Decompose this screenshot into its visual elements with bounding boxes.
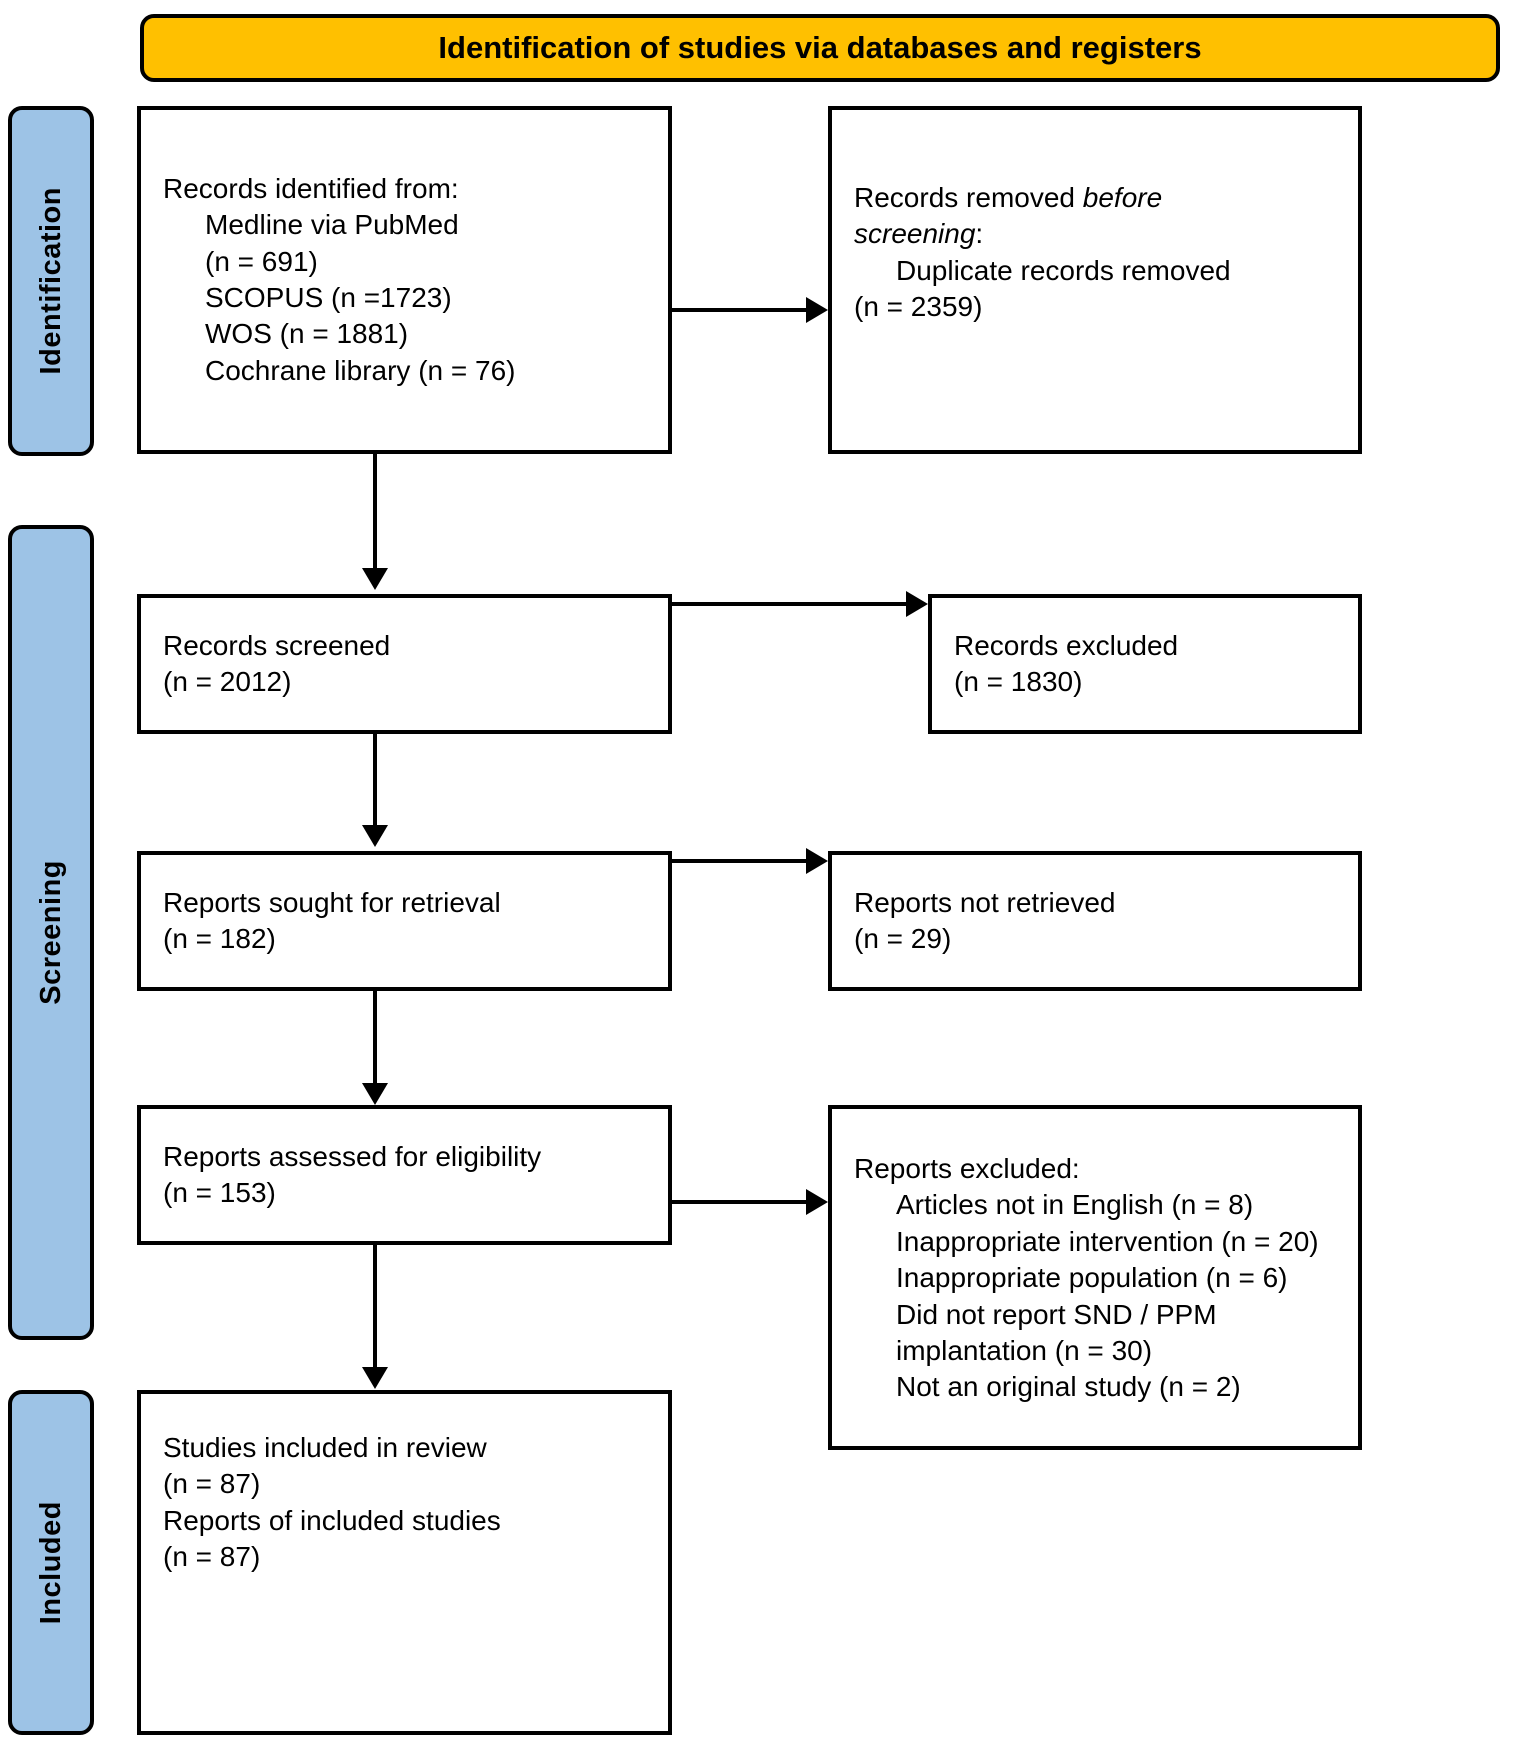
records-removed-heading-line2: screening:: [854, 216, 1336, 252]
studies-included-heading: Studies included in review: [163, 1432, 487, 1463]
records-identified-heading: Records identified from:: [163, 172, 459, 204]
records-excluded-heading: Records excluded: [954, 629, 1179, 661]
records-removed-heading-part1: Records removed: [854, 182, 1083, 213]
records-identified-scopus: SCOPUS (n =1723): [205, 282, 452, 313]
records-identified-medline-count: (n = 691): [205, 245, 318, 277]
node-records-screened: Records screened (n = 2012): [137, 594, 672, 734]
records-removed-heading-colon: :: [975, 218, 984, 250]
stage-label-screening: Screening: [8, 525, 94, 1340]
reports-assessed-count: (n = 153): [163, 1177, 276, 1208]
records-removed-heading-line1: Records removed before: [854, 180, 1336, 216]
records-removed-duplicates: Duplicate records removed: [896, 254, 1231, 286]
records-screened-count: (n = 2012): [163, 666, 292, 697]
node-reports-excluded: Reports excluded: Articles not in Englis…: [828, 1105, 1362, 1450]
reports-sought-count: (n = 182): [163, 923, 276, 954]
edge-assessed-to-reportsexcluded-arrowhead: [806, 1189, 828, 1215]
node-reports-assessed: Reports assessed for eligibility (n = 15…: [137, 1105, 672, 1245]
records-identified-wos: WOS (n = 1881): [205, 318, 409, 350]
reports-excluded-heading: Reports excluded:: [854, 1153, 1080, 1184]
reports-not-retrieved-heading: Reports not retrieved: [854, 886, 1116, 918]
records-screened-heading: Records screened: [163, 629, 391, 661]
diagram-title-text: Identification of studies via databases …: [438, 30, 1202, 65]
records-identified-medline: Medline via PubMed: [205, 209, 459, 241]
records-removed-heading-emph2: screening: [854, 218, 976, 250]
reports-excluded-reason-population: Inappropriate population (n = 6): [896, 1262, 1288, 1294]
stage-label-included-text: Included: [34, 1500, 67, 1625]
node-reports-not-retrieved: Reports not retrieved (n = 29): [828, 851, 1362, 991]
node-reports-sought: Reports sought for retrieval (n = 182): [137, 851, 672, 991]
records-identified-cochrane: Cochrane library (n = 76): [205, 354, 516, 386]
edge-sought-to-notretrieved-arrowhead: [806, 848, 828, 874]
diagram-title-banner: Identification of studies via databases …: [140, 14, 1500, 82]
edge-identified-to-screened-line: [373, 454, 377, 568]
records-removed-duplicates-count: (n = 2359): [854, 291, 983, 323]
reports-excluded-reason-english: Articles not in English (n = 8): [896, 1189, 1254, 1221]
stage-label-identification: Identification: [8, 106, 94, 456]
records-removed-heading-emph1: before: [1082, 182, 1163, 213]
reports-excluded-reason-intervention: Inappropriate intervention (n = 20): [896, 1225, 1319, 1257]
stage-label-screening-text: Screening: [34, 860, 67, 1005]
node-records-identified: Records identified from: Medline via Pub…: [137, 106, 672, 454]
edge-sought-to-assessed-arrowhead: [362, 1083, 388, 1105]
reports-excluded-reason-snd-ppm: Did not report SND / PPM implantation (n…: [896, 1298, 1225, 1366]
reports-excluded-reason-not-original: Not an original study (n = 2): [896, 1371, 1241, 1403]
reports-not-retrieved-count: (n = 29): [854, 923, 952, 954]
edge-identified-to-removed-arrowhead: [806, 297, 828, 323]
edge-identified-to-screened-arrowhead: [362, 568, 388, 590]
edge-sought-to-notretrieved-line: [672, 859, 806, 863]
edge-screened-to-sought-line: [373, 734, 377, 825]
reports-sought-heading: Reports sought for retrieval: [163, 886, 501, 918]
node-records-removed: Records removed before screening: Duplic…: [828, 106, 1362, 454]
stage-label-identification-text: Identification: [34, 187, 67, 375]
edge-screened-to-excluded-line: [672, 602, 906, 606]
reports-assessed-heading: Reports assessed for eligibility: [163, 1140, 542, 1172]
node-records-excluded: Records excluded (n = 1830): [928, 594, 1362, 734]
reports-included-count: (n = 87): [163, 1541, 261, 1573]
edge-assessed-to-reportsexcluded-line: [672, 1200, 806, 1204]
edge-screened-to-sought-arrowhead: [362, 825, 388, 847]
edge-assessed-to-included-line: [373, 1245, 377, 1367]
stage-label-included: Included: [8, 1390, 94, 1735]
records-excluded-count: (n = 1830): [954, 666, 1083, 697]
node-studies-included: Studies included in review (n = 87) Repo…: [137, 1390, 672, 1735]
edge-screened-to-excluded-arrowhead: [906, 591, 928, 617]
edge-assessed-to-included-arrowhead: [362, 1367, 388, 1389]
studies-included-count: (n = 87): [163, 1468, 261, 1500]
edge-identified-to-removed-line: [672, 308, 806, 312]
reports-included-heading: Reports of included studies: [163, 1504, 501, 1536]
edge-sought-to-assessed-line: [373, 991, 377, 1083]
